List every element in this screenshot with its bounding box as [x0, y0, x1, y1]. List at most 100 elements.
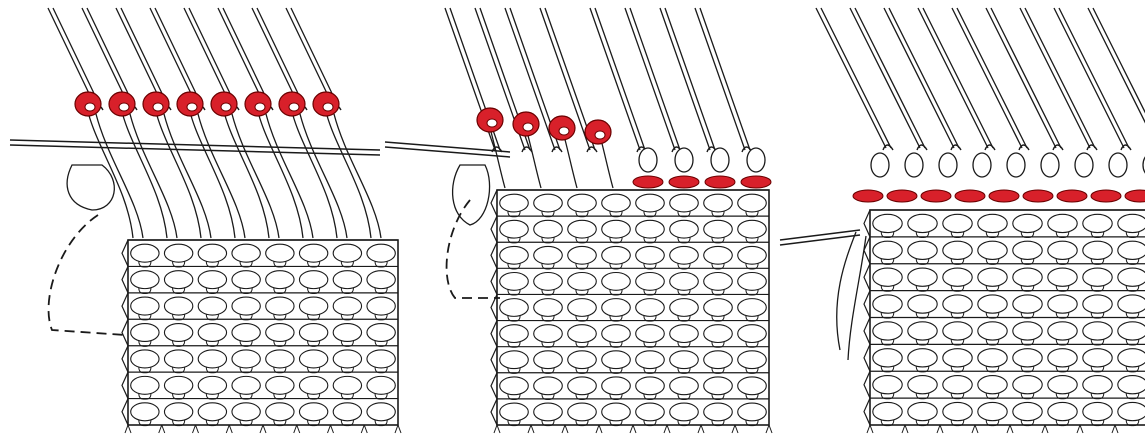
highlighted-bump — [853, 190, 883, 202]
stitch-bump — [232, 271, 260, 289]
stitch-bump — [908, 214, 937, 232]
highlighted-bump — [955, 190, 985, 202]
fabric-block — [122, 240, 401, 433]
stitch-bump — [943, 376, 972, 394]
stitch-bump — [1118, 214, 1145, 232]
stitch-bump — [738, 299, 767, 317]
stitch-bump — [636, 194, 665, 212]
stitch-bump — [367, 324, 395, 342]
stitch-bump — [500, 220, 529, 238]
stitch-bump — [1013, 241, 1042, 259]
stitch-bump — [534, 299, 563, 317]
stitch-bump — [943, 322, 972, 340]
highlighted-bump — [741, 176, 771, 188]
stitch-bump — [1013, 349, 1042, 367]
stitch-bump — [670, 220, 699, 238]
stitch-bump — [534, 194, 563, 212]
stitch-bump — [602, 403, 631, 421]
needle-loop — [1109, 153, 1127, 177]
stitch-bump — [873, 214, 902, 232]
stitch-bump — [704, 377, 733, 395]
stitch-bump — [602, 351, 631, 369]
stitch-bump — [636, 220, 665, 238]
stitch-bump — [908, 268, 937, 286]
stitch-bump — [636, 273, 665, 291]
stitch-bump — [873, 322, 902, 340]
stitch-bump — [299, 403, 327, 421]
stitch-bump — [1013, 322, 1042, 340]
highlighted-bump — [887, 190, 917, 202]
highlighted-loop-hole — [187, 103, 197, 111]
stitch-bump — [738, 194, 767, 212]
stitch-bump — [908, 376, 937, 394]
fabric-block — [491, 190, 772, 433]
needle-loop — [871, 153, 889, 177]
stitch-bump — [978, 322, 1007, 340]
stitch-bump — [1013, 214, 1042, 232]
stitch-bump — [670, 325, 699, 343]
stitch-bump — [131, 350, 159, 368]
stitch-bump — [670, 194, 699, 212]
stitch-bump — [1118, 349, 1145, 367]
stitch-bump — [568, 377, 597, 395]
stitch-bump — [131, 271, 159, 289]
stitch-bump — [704, 325, 733, 343]
stitch-bump — [534, 351, 563, 369]
stitch-bump — [1048, 402, 1077, 420]
stitch-bump — [738, 246, 767, 264]
stitch-bump — [299, 376, 327, 394]
stitch-bump — [1048, 268, 1077, 286]
stitch-bump — [131, 403, 159, 421]
stitch-bump — [164, 324, 192, 342]
stitch-bump — [500, 246, 529, 264]
stitch-bump — [266, 297, 294, 315]
stitch-bump — [534, 246, 563, 264]
stitch-bump — [500, 377, 529, 395]
needle-loop — [939, 153, 957, 177]
stitch-bump — [198, 403, 226, 421]
stitch-bump — [873, 349, 902, 367]
stitch-bump — [232, 376, 260, 394]
stitch-bump — [164, 297, 192, 315]
stitch-bump — [131, 324, 159, 342]
stitch-bump — [908, 241, 937, 259]
stitch-bump — [500, 273, 529, 291]
highlighted-loop-hole — [119, 103, 129, 111]
stitch-bump — [704, 194, 733, 212]
stitch-bump — [738, 220, 767, 238]
stitch-bump — [164, 403, 192, 421]
highlighted-loop-hole — [559, 127, 569, 135]
highlighted-bump — [669, 176, 699, 188]
stitch-bump — [602, 325, 631, 343]
stitch-bump — [873, 376, 902, 394]
stitch-bump — [232, 403, 260, 421]
stitch-bump — [266, 271, 294, 289]
stitch-bump — [367, 403, 395, 421]
highlighted-loop-hole — [323, 103, 333, 111]
stitch-bump — [333, 376, 361, 394]
stitch-bump — [164, 271, 192, 289]
stitch-bump — [602, 194, 631, 212]
stitch-bump — [670, 299, 699, 317]
needle-loop — [747, 148, 765, 172]
stitch-bump — [568, 273, 597, 291]
stitch-bump — [568, 403, 597, 421]
stitch-bump — [198, 244, 226, 262]
stitch-bump — [266, 350, 294, 368]
highlighted-loop-hole — [221, 103, 231, 111]
stitch-bump — [908, 349, 937, 367]
highlighted-loop-hole — [595, 131, 605, 139]
highlighted-loop-hole — [487, 119, 497, 127]
stitch-bump — [198, 297, 226, 315]
highlighted-bump — [921, 190, 951, 202]
stitch-bump — [1013, 268, 1042, 286]
stitch-bump — [568, 194, 597, 212]
stitch-bump — [943, 349, 972, 367]
needle-loop — [973, 153, 991, 177]
highlighted-bump — [1057, 190, 1087, 202]
stitch-bump — [1083, 349, 1112, 367]
stitch-bump — [367, 350, 395, 368]
stitch-bump — [602, 299, 631, 317]
stitch-bump — [1118, 322, 1145, 340]
